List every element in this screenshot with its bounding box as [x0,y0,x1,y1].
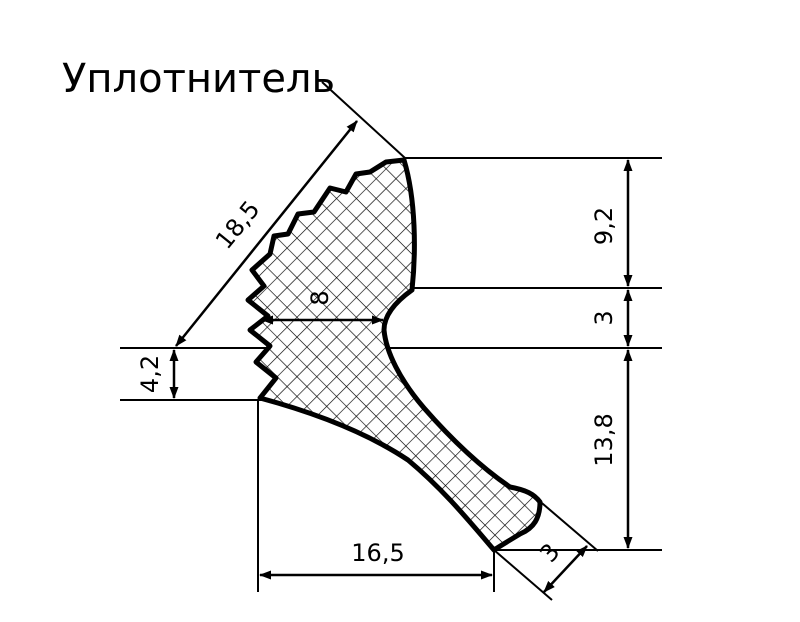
inner-width-label: 8 [306,290,334,305]
tip-width-dimension-line [543,545,588,593]
diagonal-dimension-line [175,120,358,347]
extension-lines [120,81,662,601]
left-height-label: 4,2 [136,355,164,393]
right-middle-height-label: 3 [590,310,618,325]
drawing-title: Уплотнитель [62,56,335,102]
seal-profile-outline [245,157,543,553]
bottom-width-label: 16,5 [351,539,404,567]
right-bottom-height-label: 13,8 [590,413,618,466]
right-top-height-label: 9,2 [590,207,618,245]
tip-width-label: 3 [534,538,565,568]
dimension-lines [169,120,633,593]
